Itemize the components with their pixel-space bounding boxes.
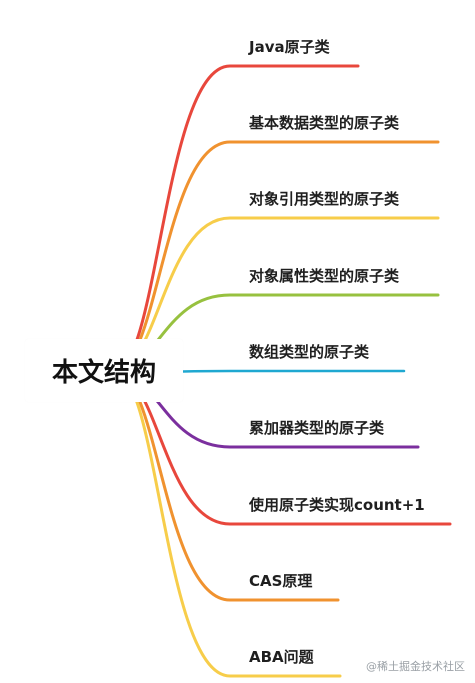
branch-node-4[interactable]: 对象属性类型的原子类 xyxy=(249,267,400,285)
branch-node-6[interactable]: 累加器类型的原子类 xyxy=(249,419,385,437)
branch-connector-2 xyxy=(114,140,440,371)
branch-node-1[interactable]: Java原子类 xyxy=(249,38,330,56)
branch-connector-8 xyxy=(114,371,340,602)
branch-node-9[interactable]: ABA问题 xyxy=(249,648,314,666)
branch-node-7[interactable]: 使用原子类实现count+1 xyxy=(249,496,425,514)
branch-node-5[interactable]: 数组类型的原子类 xyxy=(249,343,370,361)
watermark-text: @稀土掘金技术社区 xyxy=(366,660,465,673)
root-node-label: 本文结构 xyxy=(51,358,156,388)
watermark: @稀土掘金技术社区 xyxy=(366,658,465,674)
root-node[interactable]: 本文结构 xyxy=(25,339,183,402)
branch-node-2[interactable]: 基本数据类型的原子类 xyxy=(249,114,400,132)
branch-node-3[interactable]: 对象引用类型的原子类 xyxy=(249,190,400,208)
branch-node-8[interactable]: CAS原理 xyxy=(249,572,313,590)
